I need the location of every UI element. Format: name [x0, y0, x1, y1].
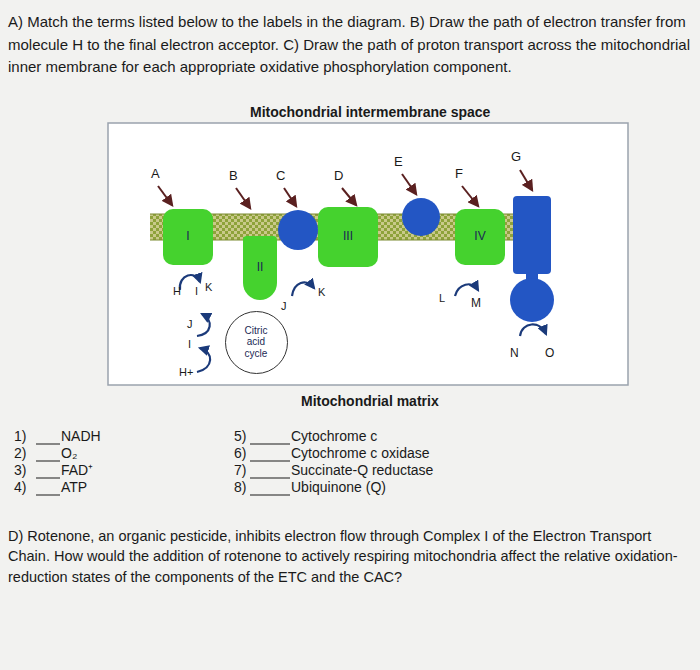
item-number: 1)	[14, 428, 26, 445]
callout-letter: E	[394, 154, 403, 170]
complex-iii: III	[318, 207, 378, 267]
callout-letter: I	[195, 285, 198, 298]
callout-letter: B	[229, 168, 238, 184]
callout-letter: D	[334, 168, 343, 184]
callout-letter: I	[188, 338, 191, 351]
leader-arrows	[158, 170, 532, 208]
item-number: 4)	[14, 479, 26, 496]
item-number: 7)	[234, 462, 246, 479]
question-text: A) Match the terms listed below to the l…	[8, 11, 693, 79]
region-title: Mitochondrial intermembrane space	[250, 104, 490, 121]
callout-letter: H	[173, 285, 181, 298]
item-number: 8)	[234, 479, 246, 496]
complex-ii: II	[243, 236, 277, 300]
callout-letter: G	[511, 149, 521, 165]
callout-letter: F	[455, 166, 463, 182]
item-number: 6)	[234, 445, 246, 462]
citric-acid-cycle: Citric acid cycle	[225, 311, 288, 374]
ubiquinone-circle	[278, 210, 318, 250]
callout-letter: A	[151, 166, 160, 182]
diagram-frame	[108, 123, 628, 385]
node-text: II	[257, 261, 264, 275]
complex-i: I	[163, 209, 213, 265]
atp-synthase	[510, 196, 554, 322]
callout-letter: O	[545, 346, 554, 360]
cytochrome-c-circle	[402, 198, 440, 236]
callout-letter: J	[281, 300, 287, 313]
callout-letter: H+	[179, 366, 193, 379]
callout-letter: M	[471, 296, 481, 310]
callout-letter: N	[510, 346, 519, 360]
callout-letter: L	[439, 292, 445, 305]
node-text: IV	[474, 230, 485, 244]
term: Cytochrome c	[291, 428, 377, 445]
node-text: I	[186, 230, 189, 244]
callout-letter: J	[187, 318, 193, 331]
item-number: 2)	[14, 445, 26, 462]
term: NADH	[61, 428, 101, 445]
callout-letter: C	[276, 168, 285, 184]
term: Succinate-Q reductase	[291, 462, 433, 479]
answer-blanks	[36, 444, 290, 495]
term: ATP	[61, 479, 87, 496]
term: O₂	[61, 445, 77, 462]
callout-letter: K	[205, 281, 212, 294]
term: Cytochrome c oxidase	[291, 445, 430, 462]
term: FAD⁺	[61, 462, 93, 479]
term: Ubiquinone (Q)	[291, 479, 386, 496]
callout-letter: K	[318, 286, 325, 299]
item-number: 5)	[234, 428, 246, 445]
question-text: D) Rotenone, an organic pesticide, inhib…	[8, 526, 693, 587]
node-text: III	[343, 230, 353, 244]
node-text: Citric acid cycle	[235, 325, 277, 360]
complex-iv: IV	[455, 209, 505, 265]
region-title: Mitochondrial matrix	[301, 393, 439, 410]
item-number: 3)	[14, 462, 26, 479]
